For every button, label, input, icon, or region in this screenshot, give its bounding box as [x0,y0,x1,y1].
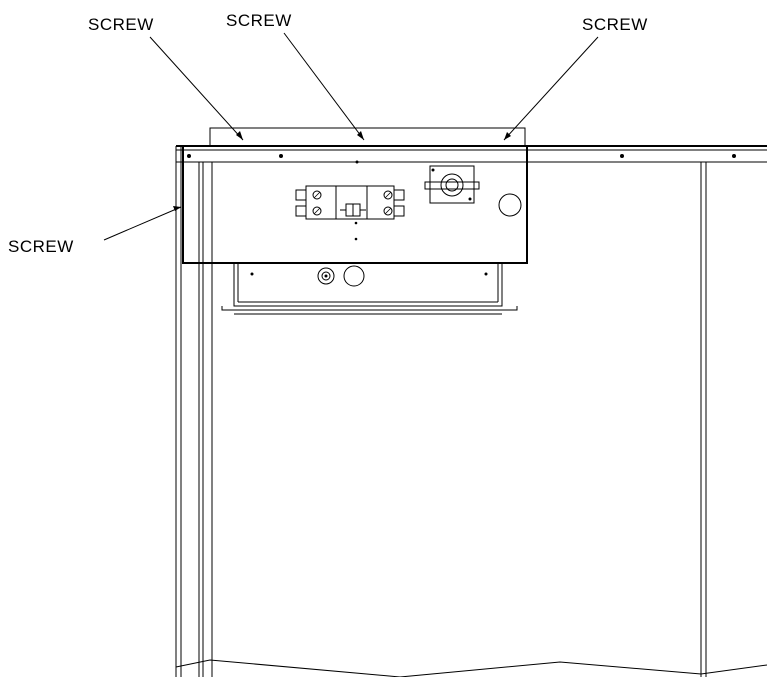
cabinet-body [175,145,767,677]
arrowhead-top-right [504,132,511,140]
callout-screw-top-center: SCREW [226,11,292,30]
top-cover-plate [209,127,526,146]
callout-screw-top-left: SCREW [88,15,154,34]
rail-screw-hole [187,154,191,158]
bracket-hole [343,265,365,287]
rail-screw-hole [279,154,283,158]
break-line [175,659,767,677]
knockout-hole [498,193,522,217]
rail-screw-hole [620,154,624,158]
rail-screw-hole [732,154,736,158]
leader-top-right [503,36,599,141]
arrowhead-top-left [236,131,243,140]
callout-screw-top-right: SCREW [582,15,648,34]
leader-lines [103,32,599,241]
electrical-box [182,145,528,264]
lower-bracket [221,263,518,315]
arrowhead-top-center [357,131,364,140]
bracket-bushing [317,267,335,285]
contactor [295,185,405,220]
leader-top-center [283,32,365,141]
leader-side-left [103,206,182,241]
arrowhead-side-left [173,206,181,211]
leader-top-left [149,36,244,141]
callout-screw-side-left: SCREW [8,237,74,256]
fuse-holder [424,165,480,204]
